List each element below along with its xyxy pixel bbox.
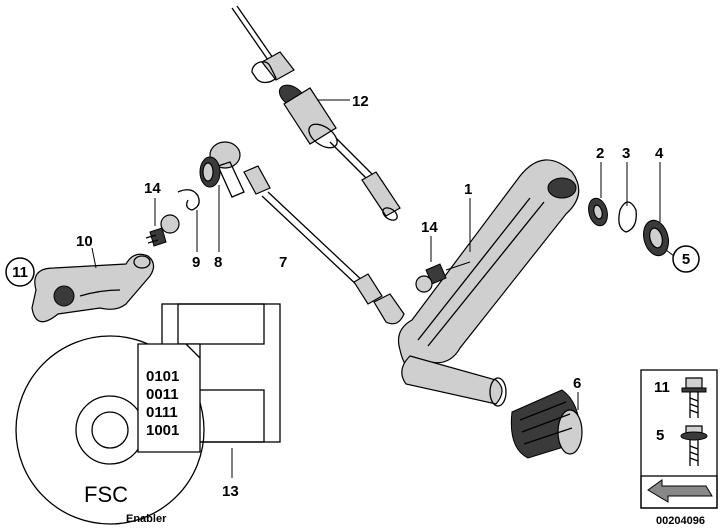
binary-line-1: 0101 — [146, 368, 179, 385]
part-10-shift-lever — [31, 247, 155, 323]
part-14-ball-joint-right — [415, 236, 471, 293]
part-4-bearing — [643, 162, 675, 257]
callout-4: 4 — [655, 145, 664, 162]
part-9-clip — [177, 189, 200, 252]
legend-label-11: 11 — [654, 379, 670, 396]
part-7-shift-rod — [209, 141, 405, 325]
callout-8: 8 — [214, 254, 222, 271]
callout-11-circle: 11 — [5, 257, 35, 287]
part-8-bushing — [199, 156, 221, 252]
diagram-number: 00204096 — [656, 515, 705, 527]
binary-line-3: 0111 — [146, 404, 178, 421]
part-14-ball-joint-left — [145, 198, 180, 247]
callout-12: 12 — [352, 93, 369, 110]
part-1-shift-arm — [397, 159, 580, 407]
callout-5-circle: 5 — [672, 245, 700, 273]
disc-subtitle: Enabler — [126, 513, 167, 525]
callout-9: 9 — [192, 254, 200, 271]
part-2-washer — [588, 162, 608, 227]
part-3-circlip — [618, 162, 637, 233]
callout-11: 11 — [12, 264, 28, 281]
callout-10: 10 — [76, 233, 93, 250]
washer-bolt-icon — [680, 425, 708, 466]
part-13-fsc-software — [15, 303, 281, 525]
part-6-footpeg-rubber — [510, 389, 583, 459]
callout-13: 13 — [222, 483, 239, 500]
callout-14-right: 14 — [421, 219, 438, 236]
callout-6: 6 — [573, 375, 581, 392]
part-12-shift-rod-upper — [231, 5, 401, 221]
disc-title: FSC — [84, 482, 128, 507]
flange-bolt-icon — [681, 377, 707, 418]
callout-1: 1 — [464, 181, 472, 198]
callout-5: 5 — [682, 251, 690, 268]
legend-box — [640, 369, 718, 509]
arrow-icon — [640, 475, 718, 509]
binary-line-2: 0011 — [146, 386, 179, 403]
binary-line-4: 1001 — [146, 422, 179, 439]
callout-14-left: 14 — [144, 180, 161, 197]
callout-2: 2 — [596, 145, 604, 162]
callout-3: 3 — [622, 145, 630, 162]
legend-label-5: 5 — [656, 427, 664, 444]
callout-7: 7 — [279, 254, 287, 271]
